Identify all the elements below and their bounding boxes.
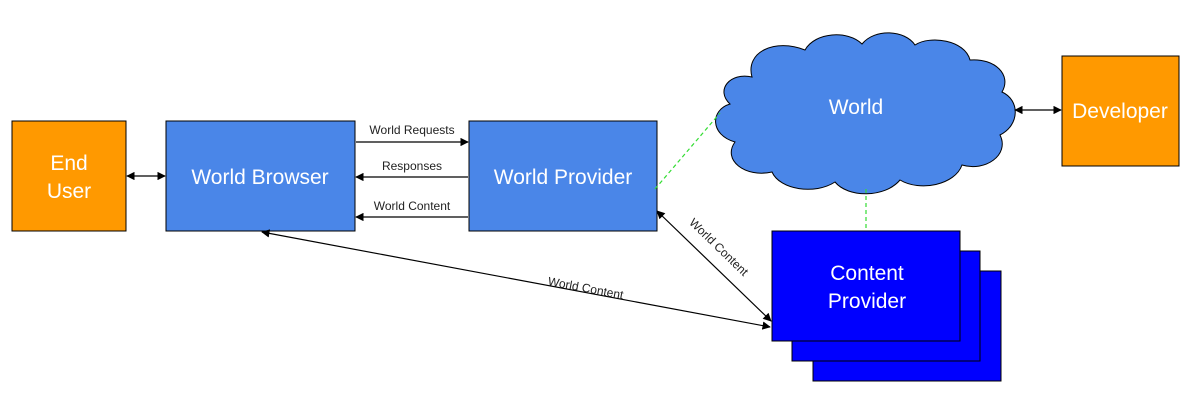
provider-world-dashed xyxy=(654,112,721,190)
world-provider-node xyxy=(468,120,658,232)
world-requests-label: World Requests xyxy=(369,123,454,137)
world-content-bottom-label: World Content xyxy=(547,274,625,302)
world-browser-label: World Browser xyxy=(191,166,328,189)
content-provider-label-1: Content xyxy=(830,262,904,285)
world-content-diag-label: World Content xyxy=(686,216,751,280)
world-content-top-label: World Content xyxy=(374,199,451,213)
world-label: World xyxy=(829,96,883,119)
content-provider-label-2: Provider xyxy=(828,290,906,313)
responses-label: Responses xyxy=(382,159,442,173)
developer-node xyxy=(1061,55,1180,167)
end-user-label-2: User xyxy=(47,180,91,203)
provider-content-edge xyxy=(656,210,772,322)
end-user-label-1: End xyxy=(50,152,87,175)
world-cloud-node xyxy=(715,32,1016,195)
end-user-node xyxy=(11,120,127,232)
world-provider-label: World Provider xyxy=(494,166,633,189)
world-browser-node xyxy=(165,120,356,232)
developer-label: Developer xyxy=(1072,100,1168,123)
content-provider-node xyxy=(771,230,961,342)
